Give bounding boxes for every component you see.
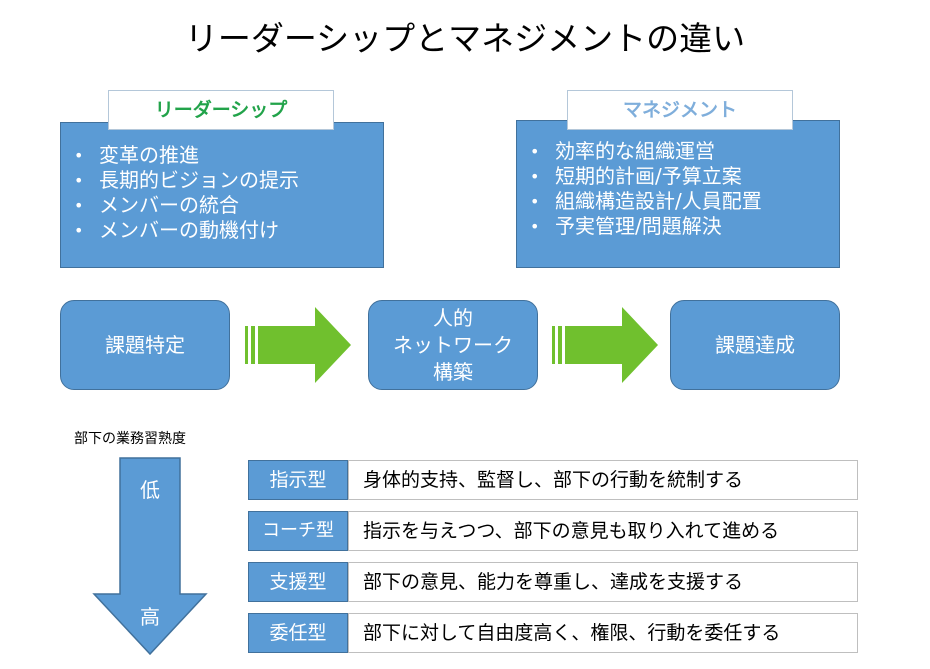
flow-step-label: 人的 ネットワーク 構築 — [393, 305, 513, 384]
bullet: • — [74, 196, 84, 215]
leadership-panel: •変革の推進 •長期的ビジョンの提示 •メンバーの統合 •メンバーの動機付け — [60, 122, 384, 268]
style-description: 部下に対して自由度高く、権限、行動を委任する — [348, 613, 858, 653]
leadership-heading: リーダーシップ — [108, 90, 334, 130]
flow-step-label: 課題達成 — [715, 332, 795, 357]
management-heading: マネジメント — [567, 90, 793, 130]
list-item: •長期的ビジョンの提示 — [74, 168, 299, 192]
style-description: 部下の意見、能力を尊重し、達成を支援する — [348, 562, 858, 602]
list-item: •組織構造設計/人員配置 — [530, 189, 762, 213]
list-item: •効率的な組織運営 — [530, 139, 715, 163]
proficiency-label: 部下の業務習熟度 — [74, 431, 186, 447]
list-item: •予実管理/問題解決 — [530, 214, 722, 238]
management-panel: •効率的な組織運営 •短期的計画/予算立案 •組織構造設計/人員配置 •予実管理… — [516, 120, 840, 268]
bullet: • — [530, 192, 540, 211]
bullet: • — [74, 146, 84, 165]
bullet: • — [530, 167, 540, 186]
leadership-list: •変革の推進 •長期的ビジョンの提示 •メンバーの統合 •メンバーの動機付け — [61, 143, 383, 243]
flow-step-identify: 課題特定 — [60, 300, 230, 390]
style-name: 支援型 — [248, 562, 348, 602]
flow-step-label: 課題特定 — [105, 332, 185, 357]
flow-step-achieve: 課題達成 — [670, 300, 840, 390]
low-label: 低 — [140, 478, 160, 502]
flow-arrow-icon — [245, 307, 351, 383]
management-list: •効率的な組織運営 •短期的計画/予算立案 •組織構造設計/人員配置 •予実管理… — [517, 139, 839, 239]
flow-step-network: 人的 ネットワーク 構築 — [368, 300, 538, 390]
list-item: •短期的計画/予算立案 — [530, 164, 742, 188]
bullet: • — [74, 171, 84, 190]
style-description: 身体的支持、監督し、部下の行動を統制する — [348, 460, 858, 500]
bullet: • — [530, 142, 540, 161]
style-name: コーチ型 — [248, 511, 348, 551]
style-name: 指示型 — [248, 460, 348, 500]
bullet: • — [530, 217, 540, 236]
page-title: リーダーシップとマネジメントの違い — [184, 19, 746, 58]
high-label: 高 — [140, 605, 160, 629]
flow-arrow-icon — [552, 307, 658, 383]
down-arrow-icon — [92, 457, 208, 656]
style-description: 指示を与えつつ、部下の意見も取り入れて進める — [348, 511, 858, 551]
bullet: • — [74, 221, 84, 240]
list-item: •変革の推進 — [74, 143, 199, 167]
style-name: 委任型 — [248, 613, 348, 653]
list-item: •メンバーの動機付け — [74, 218, 279, 242]
list-item: •メンバーの統合 — [74, 193, 239, 217]
